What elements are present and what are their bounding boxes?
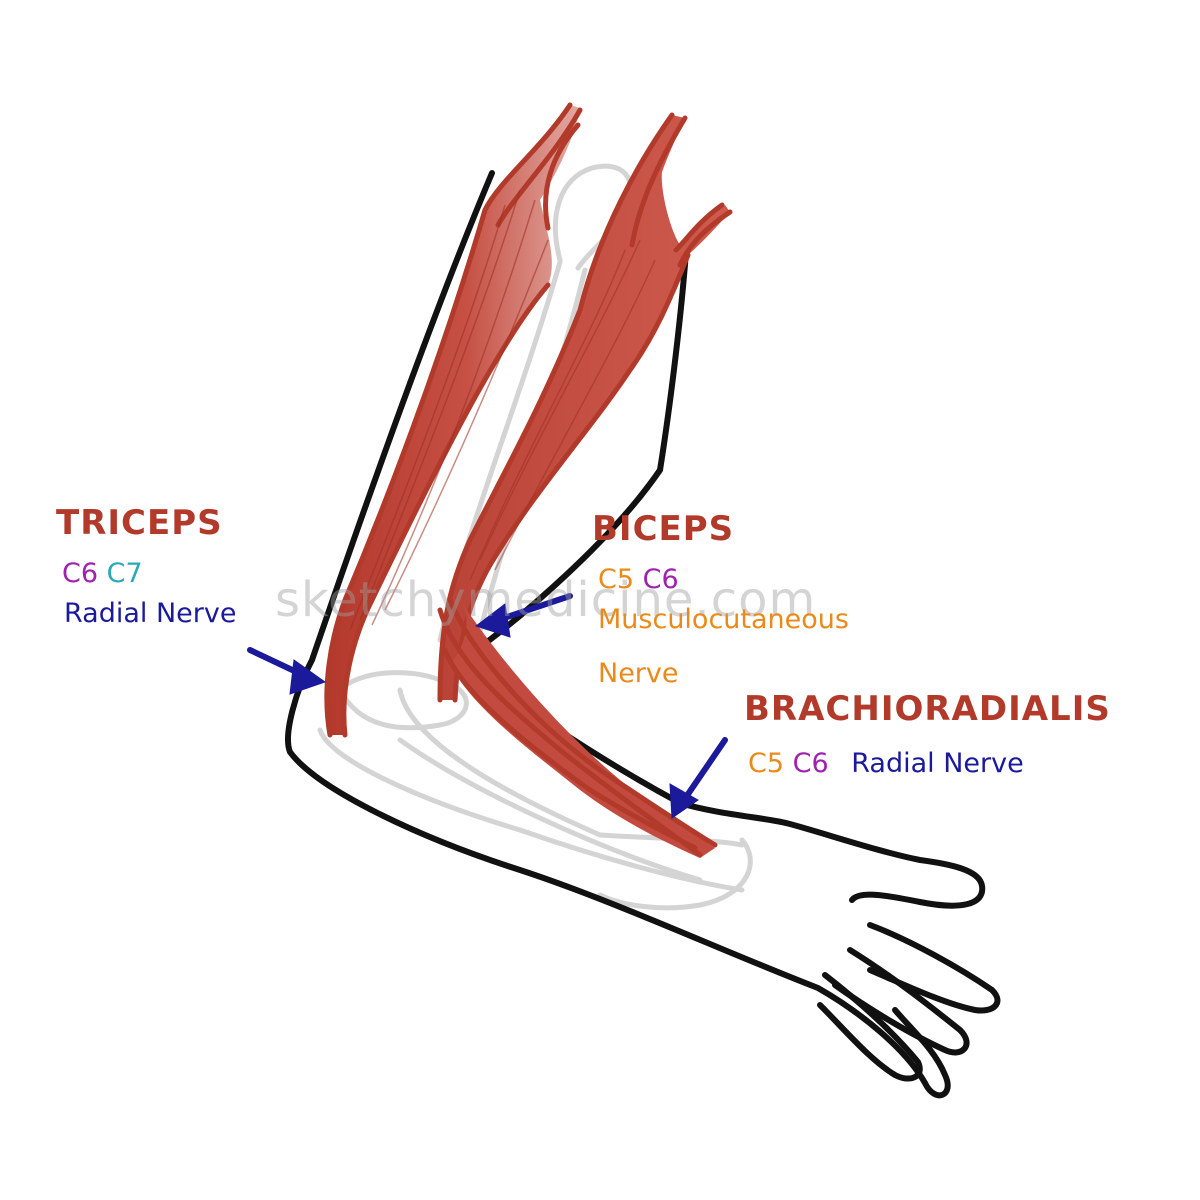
biceps-nerve-line2: Nerve <box>598 660 679 687</box>
biceps-roots: C5 C6 <box>598 566 679 593</box>
brachioradialis-nerve: Radial Nerve <box>851 748 1023 779</box>
brachioradialis-title: BRACHIORADIALIS <box>744 692 1111 726</box>
triceps-root-c7: C7 <box>107 558 143 589</box>
triceps-roots: C6 C7 <box>62 560 143 587</box>
brachioradialis-info: C5 C6 Radial Nerve <box>748 750 1024 777</box>
biceps-title: BICEPS <box>592 512 734 546</box>
biceps-root-c5: C5 <box>598 564 634 595</box>
biceps-nerve-line1: Musculocutaneous <box>598 606 849 633</box>
brachioradialis-root-c6: C6 <box>793 748 829 779</box>
brachioradialis-root-c5: C5 <box>748 748 784 779</box>
triceps-title: TRICEPS <box>56 506 223 540</box>
triceps-nerve: Radial Nerve <box>64 600 236 627</box>
triceps-root-c6: C6 <box>62 558 98 589</box>
biceps-root-c6: C6 <box>643 564 679 595</box>
